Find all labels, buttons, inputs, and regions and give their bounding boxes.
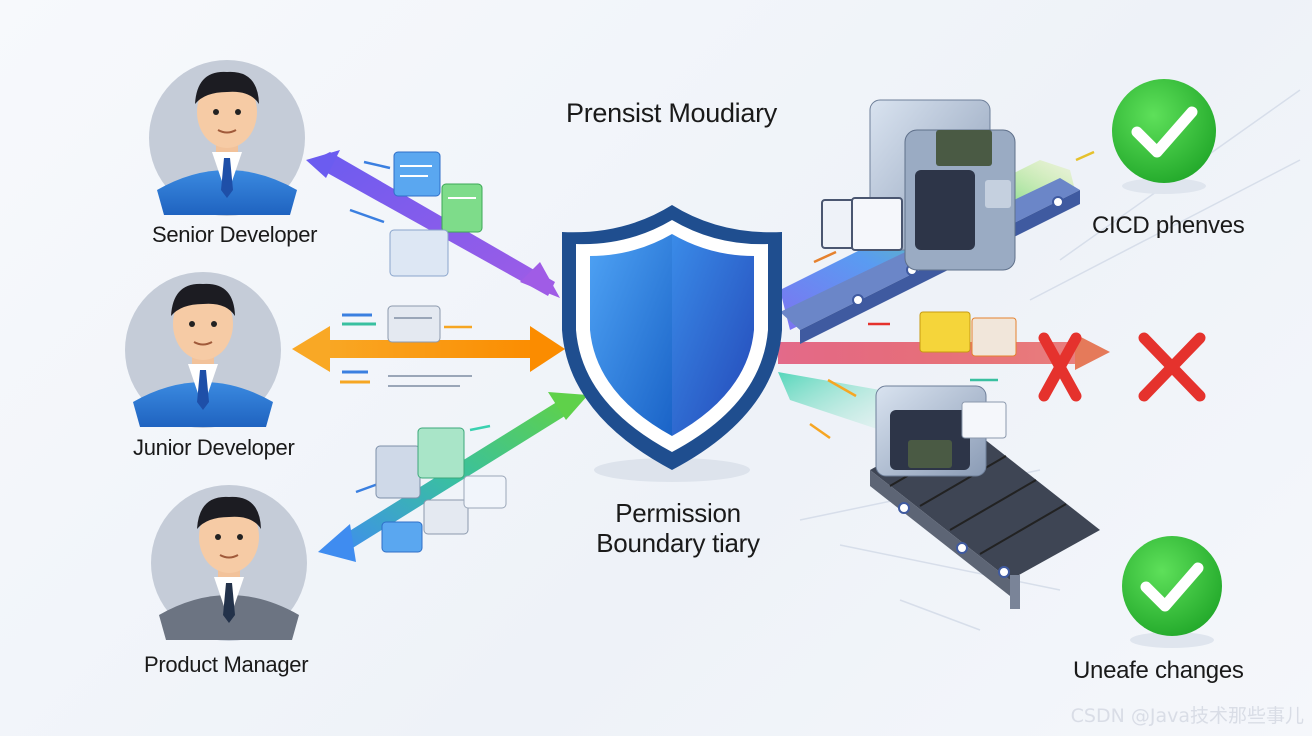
outcome-label-unsafe: Uneafe changes: [1073, 657, 1244, 684]
check-icon-bottom: [1122, 536, 1222, 648]
cross-icon-1: [1038, 332, 1082, 402]
page-title: Prensist Moudiary: [566, 98, 777, 128]
flow-lower: [778, 372, 880, 430]
card-verified-upper: [821, 197, 903, 251]
persona-label-pm: Product Manager: [144, 652, 309, 677]
avatar-junior-developer: [125, 272, 281, 428]
outcome-label-cicd: CICD phenves: [1092, 212, 1245, 239]
boundary-label-line2: Boundary tiary: [596, 528, 760, 558]
arrow-junior-orange: [292, 326, 565, 372]
boundary-label-line1: Permission: [615, 498, 741, 528]
cross-icon-2: [1138, 332, 1206, 402]
arrow-senior-purple: [306, 150, 560, 298]
avatar-product-manager: [151, 485, 307, 641]
persona-label-senior: Senior Developer: [152, 222, 318, 247]
card-junior-doc: [340, 305, 472, 387]
avatar-senior-developer: [149, 60, 305, 216]
boundary-label: Permission Boundary tiary: [578, 498, 778, 558]
card-senior-green: [441, 183, 483, 233]
card-senior-blue: [393, 151, 441, 197]
small-arrows-left: [349, 160, 491, 494]
persona-label-junior: Junior Developer: [133, 435, 295, 460]
card-senior-misc: [389, 229, 449, 277]
shield-icon: [562, 205, 782, 482]
check-icon-top: [1112, 79, 1216, 194]
watermark: CSDN @Java技术那些事儿: [1070, 705, 1304, 727]
card-pm-stack: [375, 427, 507, 553]
card-verified-mid: [919, 311, 1017, 357]
small-arrows-right: [809, 150, 1095, 440]
scanner-machine-lower: [870, 385, 1100, 609]
